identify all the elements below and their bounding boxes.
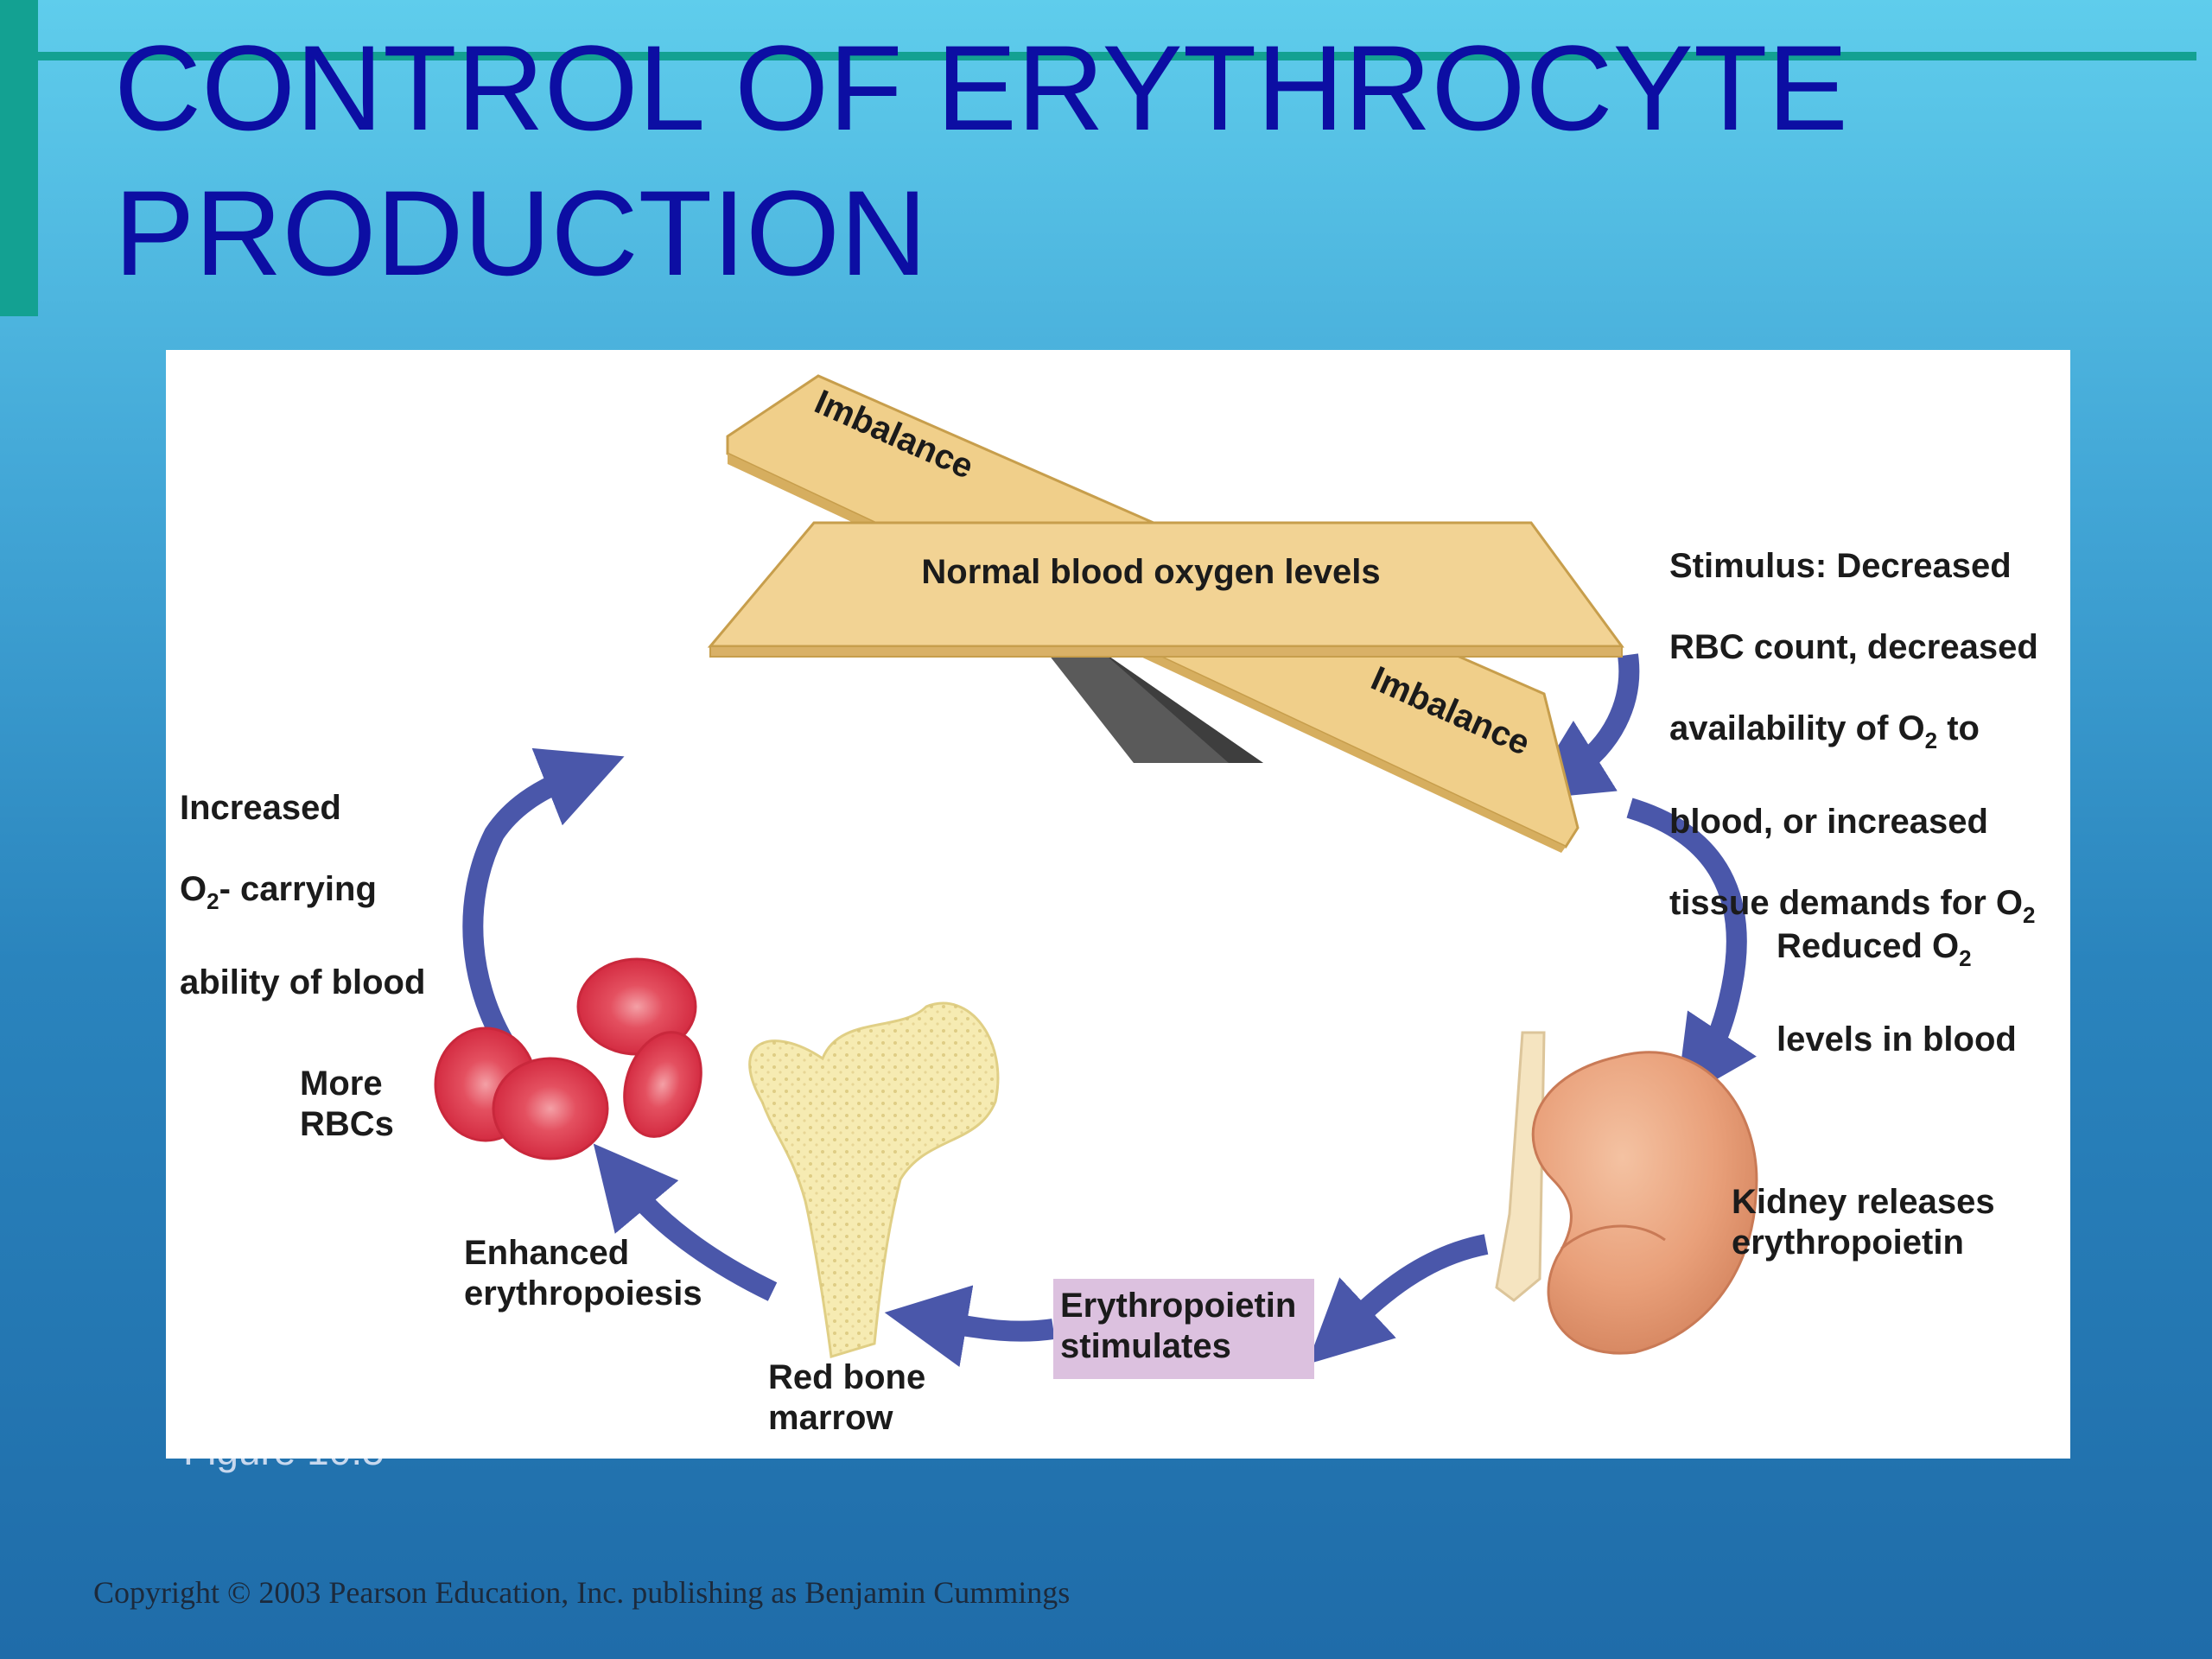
kidney-label: Kidney releases erythropoietin bbox=[1732, 1183, 1995, 1262]
diagram-canvas: Normal blood oxygen levels Imbalance Imb… bbox=[434, 374, 1758, 1368]
arrow-rbcs-to-normal bbox=[462, 747, 625, 1060]
arrow-epo-to-marrow bbox=[884, 1285, 1055, 1368]
accent-bar bbox=[0, 0, 38, 316]
title-rule bbox=[38, 52, 2196, 60]
arrow-kidney-to-epo bbox=[1306, 1234, 1489, 1364]
more-rbcs-label: More RBCs bbox=[300, 1065, 394, 1143]
enhanced-erythropoiesis-label: Enhanced erythropoiesis bbox=[464, 1234, 702, 1313]
increased-o2-label: Increased O2- carrying ability of blood bbox=[180, 789, 426, 1001]
erythropoietin-box bbox=[1053, 1279, 1314, 1379]
arrow-to-kidney bbox=[1626, 798, 1757, 1103]
figure-panel: Normal blood oxygen levels Imbalance Imb… bbox=[166, 350, 2070, 1459]
stimulus-label: Stimulus: Decreased RBC count, decreased… bbox=[1669, 547, 2038, 928]
slide-title: CONTROL OF ERYTHROCYTE PRODUCTION bbox=[114, 20, 1848, 301]
bone-marrow-icon bbox=[748, 1001, 1000, 1358]
reduced-o2-label: Reduced O2 levels in blood bbox=[1777, 927, 2017, 1058]
erythropoietin-label: Erythropoietin stimulates bbox=[1060, 1287, 1297, 1365]
seesaw-level-label: Normal blood oxygen levels bbox=[921, 553, 1380, 591]
seesaw-icon: Normal blood oxygen levels Imbalance Imb… bbox=[707, 374, 1624, 853]
red-blood-cells-icon bbox=[434, 957, 702, 1160]
arrow-marrow-to-rbcs bbox=[593, 1143, 778, 1301]
copyright-notice: Copyright © 2003 Pearson Education, Inc.… bbox=[93, 1575, 1071, 1610]
arrow-to-imbalance bbox=[1525, 653, 1640, 800]
red-bone-marrow-label: Red bone marrow bbox=[768, 1358, 926, 1437]
kidney-icon bbox=[1495, 1031, 1758, 1355]
